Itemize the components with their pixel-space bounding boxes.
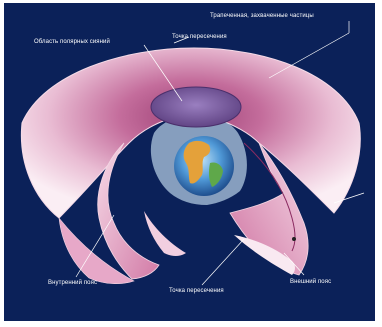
inner-belt-fold — [144, 211, 186, 256]
inner-belt-label: Внутренний пояс — [48, 280, 97, 287]
diagram-frame: Трапеченная, захваченные частицы Область… — [4, 3, 375, 321]
auroral-oval — [151, 87, 241, 127]
magnetosphere-diagram — [4, 3, 375, 321]
slot-region-label: Точка пересечения — [169, 288, 224, 295]
outer-belt-label: Внешний пояс — [290, 279, 331, 286]
neutral-sheet-label: Точка пересечения — [172, 34, 227, 41]
auroral-region-label: Область полярных сияний — [34, 39, 110, 46]
particle-marker — [292, 237, 296, 241]
trapped-particles-label: Трапеченная, захваченные частицы — [210, 13, 314, 20]
